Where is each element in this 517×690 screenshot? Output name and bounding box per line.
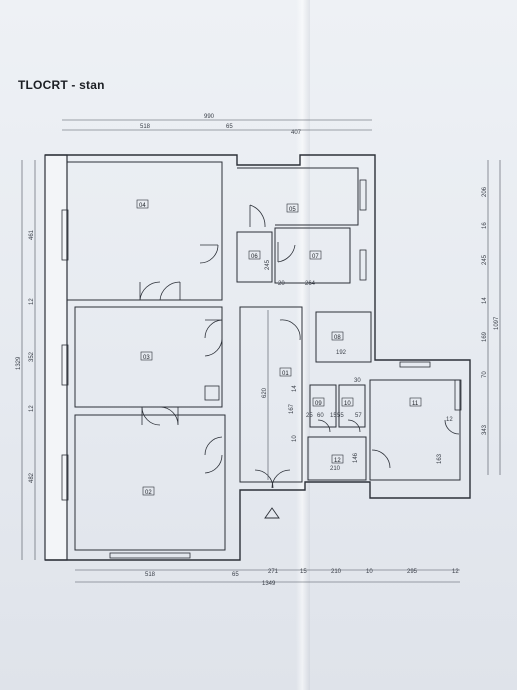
dim-left-e: 482: [29, 472, 35, 483]
dim-bottom-b: 65: [232, 572, 239, 578]
dim-264: 264: [305, 281, 316, 287]
dim-15: 15: [330, 413, 337, 419]
entrance-marker: [264, 507, 280, 519]
room-01-outline: [239, 306, 303, 483]
room-02-outline: [74, 414, 226, 551]
dims-top: 990 518 65 407: [140, 114, 302, 136]
dim-right-f: 70: [482, 371, 488, 378]
doors: [139, 204, 460, 489]
room-02-label: 02: [145, 490, 152, 496]
dim-right-d: 14: [482, 297, 488, 304]
dim-top-total: 990: [204, 114, 215, 120]
dim-25: 25: [306, 413, 313, 419]
dim-14: 14: [292, 385, 298, 392]
dim-top-c: 407: [291, 130, 302, 136]
room-12-outline: [307, 436, 367, 481]
dim-right-g: 343: [482, 424, 488, 435]
dim-192: 192: [336, 350, 347, 356]
dim-bottom-d: 15: [300, 569, 307, 575]
dim-12: 12: [446, 417, 453, 423]
room-04-outline: [66, 161, 223, 301]
room-08-outline: [315, 311, 372, 363]
dims-right: 1097 206 16 245 14 169 70 343: [482, 186, 500, 435]
room-05-label: 05: [289, 207, 296, 213]
room-09-outline: [309, 384, 337, 428]
room-07-label: 07: [312, 254, 319, 260]
room-04-label: 04: [139, 203, 146, 209]
chimney: [204, 385, 220, 401]
outer-walls: [45, 154, 471, 561]
dim-bottom-h: 12: [452, 569, 459, 575]
room-03-label: 03: [143, 355, 150, 361]
dim-right-a: 206: [482, 186, 488, 197]
room-06-outline: [236, 231, 273, 283]
dim-57: 57: [355, 413, 362, 419]
dim-20: 20: [278, 281, 285, 287]
plan-title: TLOCRT - stan: [18, 78, 105, 92]
room-05-outline: [237, 167, 359, 226]
dim-210: 210: [330, 466, 341, 472]
dim-bottom-total: 1349: [262, 581, 276, 587]
room-03-outline: [74, 306, 223, 408]
dim-left-d: 12: [29, 405, 35, 412]
dim-left-b: 12: [29, 298, 35, 305]
dim-60: 60: [317, 413, 324, 419]
dim-146: 146: [353, 452, 359, 463]
dim-right-c: 245: [482, 254, 488, 265]
room-labels: 04 03 02 01 05 06 07 08 09 10 11 12: [136, 199, 422, 496]
room-10-label: 10: [344, 401, 351, 407]
paper-fold: [296, 0, 310, 690]
dim-left-a: 461: [29, 229, 35, 240]
dim-top-b: 65: [226, 124, 233, 130]
dims-bottom: 518 65 271 15 210 10 295 12 1349: [145, 569, 459, 587]
dim-163: 163: [437, 453, 443, 464]
dim-bottom-e: 210: [331, 569, 342, 575]
dims-inner: 245 20 264 192 620 167 14 10 60 55 57 25…: [262, 259, 453, 472]
dim-left-c: 352: [29, 351, 35, 362]
windows: [61, 179, 462, 559]
room-07-outline: [274, 227, 351, 284]
room-08-label: 08: [334, 335, 341, 341]
dims-left: 1329 461 12 352 12 482: [16, 229, 35, 483]
room-06-label: 06: [251, 254, 258, 260]
room-11-outline: [369, 379, 461, 481]
room-10-outline: [338, 384, 366, 428]
room-09-label: 09: [315, 401, 322, 407]
dim-right-b: 16: [482, 222, 488, 229]
room-11-label: 11: [412, 401, 419, 407]
dim-bottom-g: 295: [407, 569, 418, 575]
dim-bottom-c: 271: [268, 569, 279, 575]
dim-55: 55: [337, 413, 344, 419]
dim-10: 10: [292, 435, 298, 442]
room-01-label: 01: [282, 371, 289, 377]
outer-wall-left: [44, 154, 68, 561]
dim-620: 620: [262, 387, 268, 398]
dim-bottom-a: 518: [145, 572, 156, 578]
dim-30: 30: [354, 378, 361, 384]
dim-167: 167: [289, 403, 295, 414]
dim-right-e: 169: [482, 331, 488, 342]
room-12-label: 12: [334, 458, 341, 464]
dim-bottom-f: 10: [366, 569, 373, 575]
dim-right-total: 1097: [494, 316, 500, 330]
dim-245: 245: [265, 259, 271, 270]
dim-left-total: 1329: [16, 356, 22, 370]
dim-top-a: 518: [140, 124, 151, 130]
